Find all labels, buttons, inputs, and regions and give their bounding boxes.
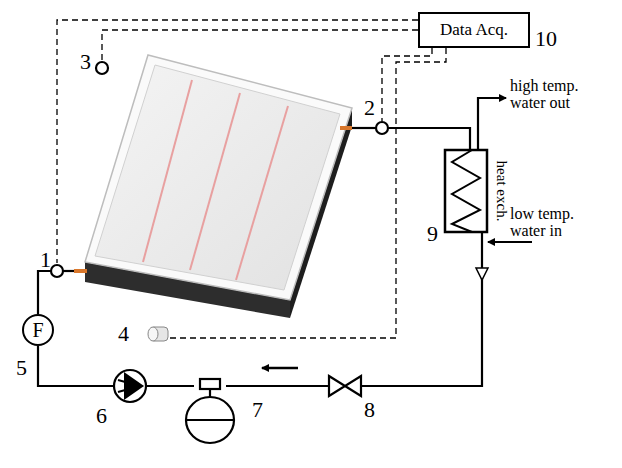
irradiance-sensor [148,327,168,341]
callout-number: 3 [80,50,91,73]
callout-number: 9 [427,222,438,245]
flow-label: heat exch. [493,161,509,222]
valve-symbol [329,376,361,396]
node-text: Data Acq. [440,20,508,40]
callout-number: 8 [364,398,375,421]
temperature-sensors [51,62,388,277]
callout-number: 2 [364,96,375,119]
callout-number: 6 [96,404,107,427]
flow-arrows [262,256,488,368]
callout-number: 7 [252,398,263,421]
callout-number: 10 [535,27,557,50]
callout-number: 4 [118,322,129,345]
flow-label: low temp. water in [510,206,606,240]
node-text: F [32,319,43,342]
flowmeter-circle: F [22,314,54,346]
callout-number: 1 [40,248,51,271]
signal-wires [57,20,446,338]
expansion-vessel [186,379,234,443]
pipework [38,128,482,386]
solar-collector [74,55,352,318]
callout-number: 5 [16,356,27,379]
flow-label: high temp. water out [510,78,606,112]
data-acquisition-box: Data Acq. [418,12,530,48]
pump-symbol [114,370,146,402]
